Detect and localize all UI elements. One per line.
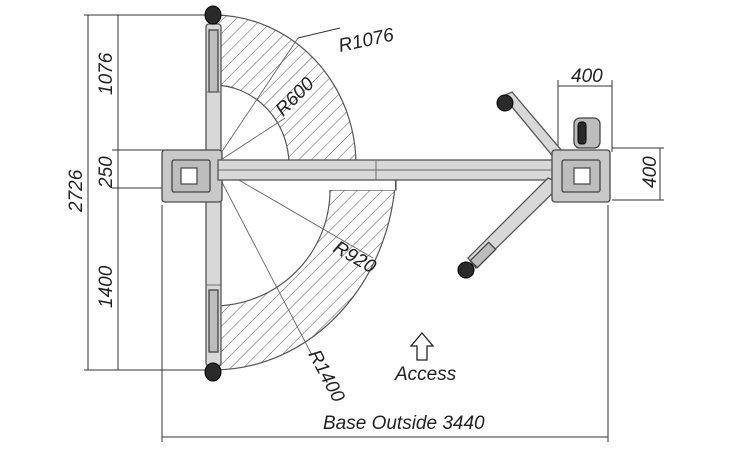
dim-label-2726: 2726 (66, 169, 87, 213)
radius-label-r1400: R1400 (304, 346, 349, 406)
dim-label-250: 250 (96, 156, 117, 189)
left-arm-vertical-inner-top (208, 29, 219, 93)
motor-cap (577, 121, 587, 145)
access-label: Access (394, 364, 457, 385)
left-arm-top-wheel (204, 5, 222, 25)
dim-label-1400: 1400 (96, 265, 117, 308)
radius-line-r1076 (212, 37, 299, 166)
radius-line-r600 (212, 117, 286, 166)
dim-label-1076: 1076 (96, 52, 117, 95)
leader-r1076 (297, 27, 341, 39)
left-arm-bottom-wheel (204, 362, 222, 382)
dim-label-400-right: 400 (640, 156, 661, 188)
base-outside-label: Base Outside 3440 (323, 413, 485, 434)
right-arm-lower-sleeve (469, 241, 497, 269)
radius-line-r1400 (212, 164, 313, 356)
left-arm-vertical-inner-bot (208, 289, 219, 353)
dim-label-400-top: 400 (571, 66, 603, 87)
up-arrow-icon (409, 331, 435, 361)
right-arm-lower-wheel (457, 261, 475, 279)
radius-label-r1076: R1076 (337, 25, 397, 57)
swing-area-top (212, 14, 357, 166)
right-column-post (573, 167, 591, 185)
right-arm-upper-wheel (496, 94, 514, 112)
left-column-post (180, 167, 198, 185)
